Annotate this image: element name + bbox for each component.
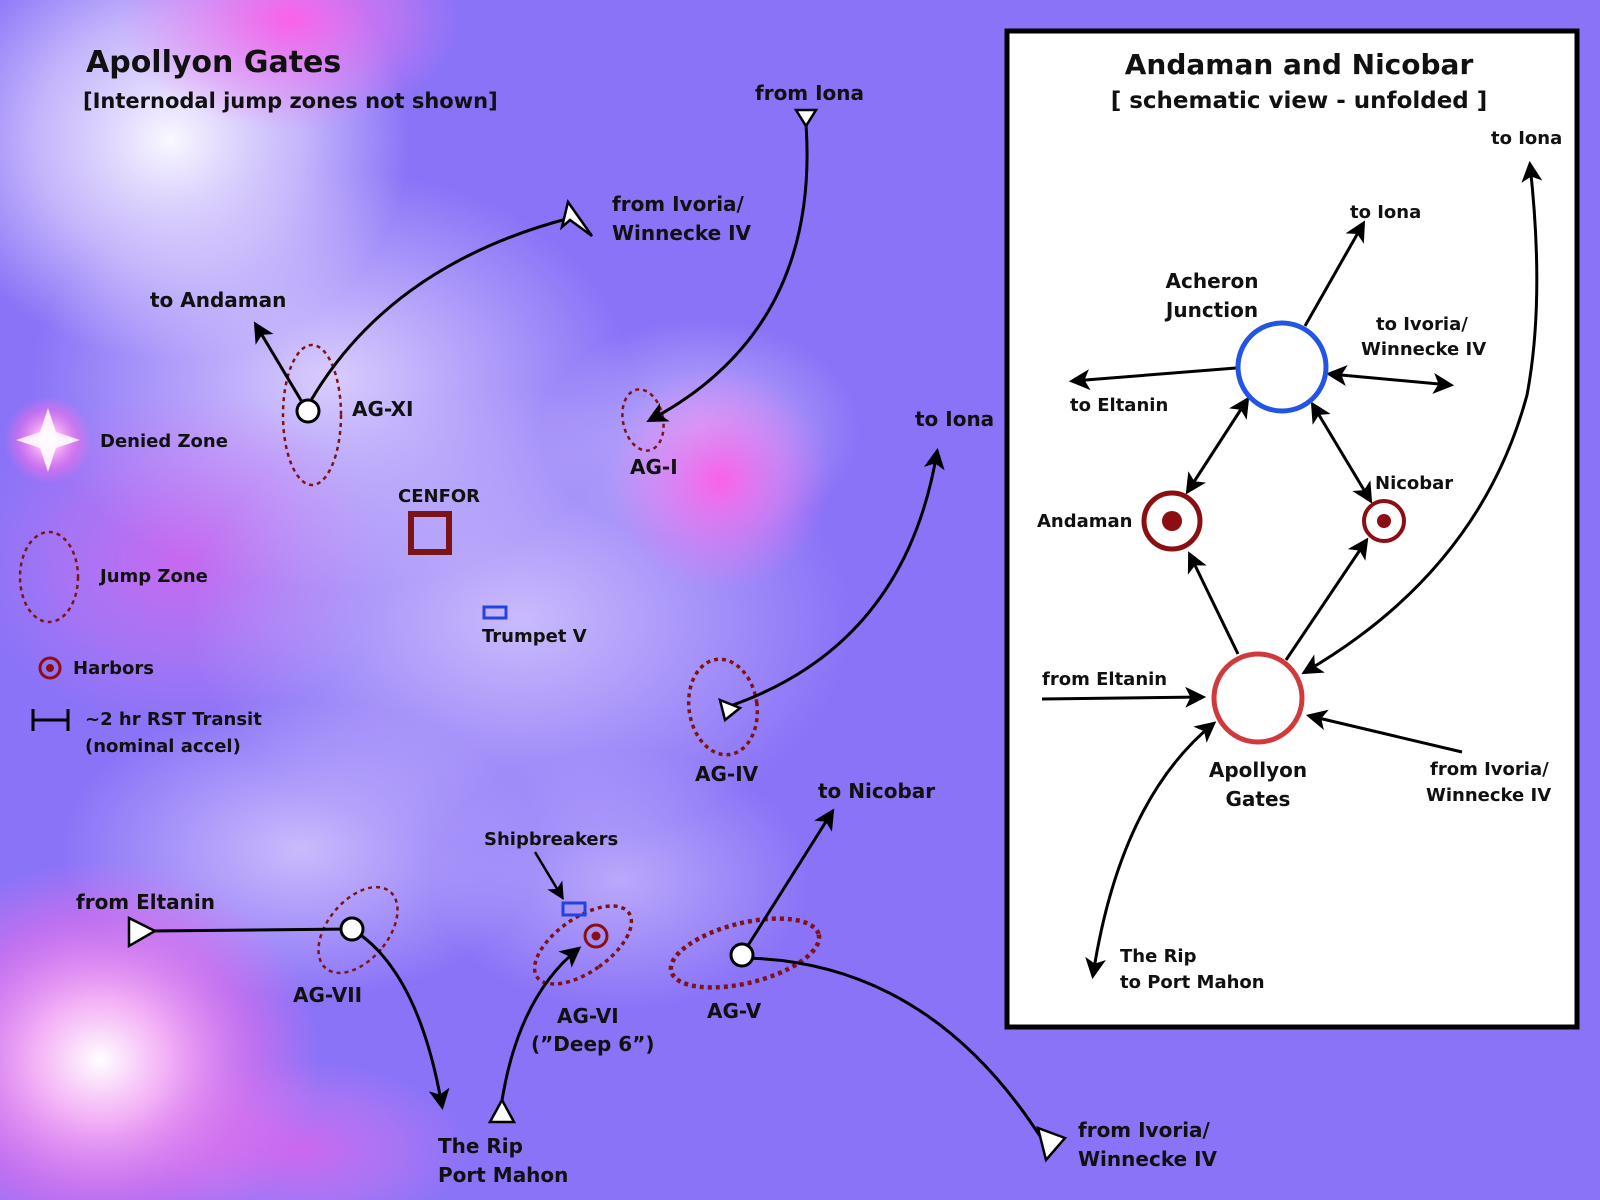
label-from-iona: from Iona [755,81,864,105]
label-ag-vii: AG-VII [293,983,362,1007]
jump-zone-ag-iv [686,657,760,757]
gate-node-ag-vii[interactable] [339,916,365,942]
routes [149,123,1047,1145]
jump-zone-ag-xi [281,343,343,487]
route-iona-to-ag-i [646,123,809,422]
entry-triangle-eltanin [127,915,158,949]
legend-transit-line1: ~2 hr RST Transit [85,709,262,730]
route-ag-iv-to-iona [729,447,945,708]
gate-node-ag-v[interactable] [729,942,755,968]
route-ag-v-to-nicobar [740,808,835,956]
label-to-iona: to Iona [915,407,994,431]
route-ag-xi-to-andaman [253,321,304,403]
label-shipbreakers: Shipbreakers [484,829,618,850]
label-from-eltanin: from Eltanin [76,890,215,914]
label-from-ivoria-2: Winnecke IV [612,221,752,245]
label-ag-vi-alias: (”Deep 6”) [531,1032,655,1056]
inset-title: Andaman and Nicobar [1125,48,1474,81]
inset-route-apollyon-rip [1085,721,1217,980]
inset-label-rip-1: The Rip [1120,946,1197,967]
inset-label-to-eltanin: to Eltanin [1070,395,1168,416]
route-eltanin-to-ag-vii [149,927,353,933]
acheron-junction-node[interactable] [1235,320,1329,414]
legend: Denied Zone Jump Zone Harbors ~2 hr RST … [4,396,262,757]
inset-label-from-ivoria-1: from Ivoria/ [1430,759,1549,780]
trumpet-v-station[interactable] [482,605,508,620]
gate-node-ag-xi[interactable] [295,398,321,424]
label-cenfor: CENFOR [398,486,480,507]
main-map-labels: to Andaman from Ivoria/ Winnecke IV from… [76,81,1218,1187]
label-to-andaman: to Andaman [150,288,286,312]
jump-zone-ag-vi [532,904,634,986]
inset-label-acheron-1: Acheron [1166,269,1259,293]
label-rip-2: Port Mahon [438,1163,568,1187]
inset-panel: Andaman and Nicobar [ schematic view - u… [1004,28,1580,1030]
label-from-ivoria-1: from Ivoria/ [612,192,745,216]
inset-label-apollyon-2: Gates [1226,787,1291,811]
inset-route-eltanin-to-apollyon [1041,686,1207,708]
inset-labels: to Iona to Iona Acheron Junction to Ivor… [1037,128,1562,993]
inset-label-rip-2: to Port Mahon [1120,972,1265,993]
label-bottom-ivoria-1: from Ivoria/ [1078,1118,1211,1142]
label-bottom-ivoria-2: Winnecke IV [1078,1147,1218,1171]
inset-route-apollyon-to-iona [1301,160,1543,675]
entry-triangle-bottom-ivoria [1036,1126,1068,1163]
route-ag-v-to-ivoria [741,956,1047,1145]
nicobar-harbor-node[interactable] [1362,499,1406,543]
map-title: Apollyon Gates [86,45,341,80]
entry-triangle-ivoria [559,199,594,238]
jump-zone-ag-v [668,916,822,990]
inset-label-acheron-2: Junction [1164,298,1258,322]
label-ag-i: AG-I [630,455,678,479]
label-ag-xi: AG-XI [352,397,413,421]
inset-subtitle: [ schematic view - unfolded ] [1111,88,1488,114]
shipbreakers-station[interactable] [561,901,587,917]
entry-points [127,108,1068,1163]
map-subtitle: [Internodal jump zones not shown] [83,89,498,113]
legend-harbors: Harbors [73,658,154,679]
route-shipbreakers-pointer [533,851,564,901]
inset-route-acheron-to-eltanin [1068,366,1237,391]
harbor-icon [38,656,62,680]
legend-transit-line2: (nominal accel) [85,736,241,757]
label-trumpet-v: Trumpet V [482,626,587,647]
cenfor-station[interactable] [408,511,452,555]
label-ag-iv: AG-IV [695,762,759,786]
entry-triangle-iona [793,108,819,129]
andaman-harbor-node[interactable] [1141,490,1203,552]
inset-route-apollyon-to-andaman [1187,551,1240,655]
inset-label-from-ivoria-2: Winnecke IV [1426,785,1551,806]
inset-label-nicobar: Nicobar [1375,473,1453,494]
inset-routes [1041,160,1543,980]
inset-label-to-iona-top: to Iona [1491,128,1562,149]
inset-label-to-ivoria-2: Winnecke IV [1361,339,1486,360]
gate-nodes [295,398,755,968]
jump-zone-icon [18,530,80,624]
inset-label-to-ivoria-1: to Ivoria/ [1376,314,1468,335]
label-ag-vi: AG-VI [557,1004,619,1028]
jump-zones [281,343,822,990]
inset-route-ivoria-to-apollyon [1305,709,1463,754]
denied-zone-icon [4,396,92,484]
jump-zone-ag-vii [317,885,399,975]
inset-route-acheron-andaman [1185,396,1250,495]
entry-triangle-ag-iv [718,697,743,723]
inset-label-from-eltanin: from Eltanin [1042,669,1167,690]
inset-label-andaman: Andaman [1037,511,1133,532]
entry-triangle-rip [487,1097,517,1124]
label-rip-1: The Rip [438,1134,523,1158]
route-rip-to-ag-vi [498,946,582,1115]
label-to-nicobar: to Nicobar [818,779,935,803]
harbor-ag-vi[interactable] [583,923,609,949]
route-ivoria-to-ag-xi [308,216,571,403]
inset-label-to-iona: to Iona [1350,202,1421,223]
label-ag-v: AG-V [707,999,762,1023]
legend-denied-zone: Denied Zone [100,431,228,452]
transit-scale-icon [31,709,70,731]
legend-jump-zone: Jump Zone [98,566,208,587]
route-ag-vii-to-rip [361,934,450,1111]
inset-label-apollyon-1: Apollyon [1209,758,1307,782]
apollyon-gates-node[interactable] [1211,651,1305,745]
